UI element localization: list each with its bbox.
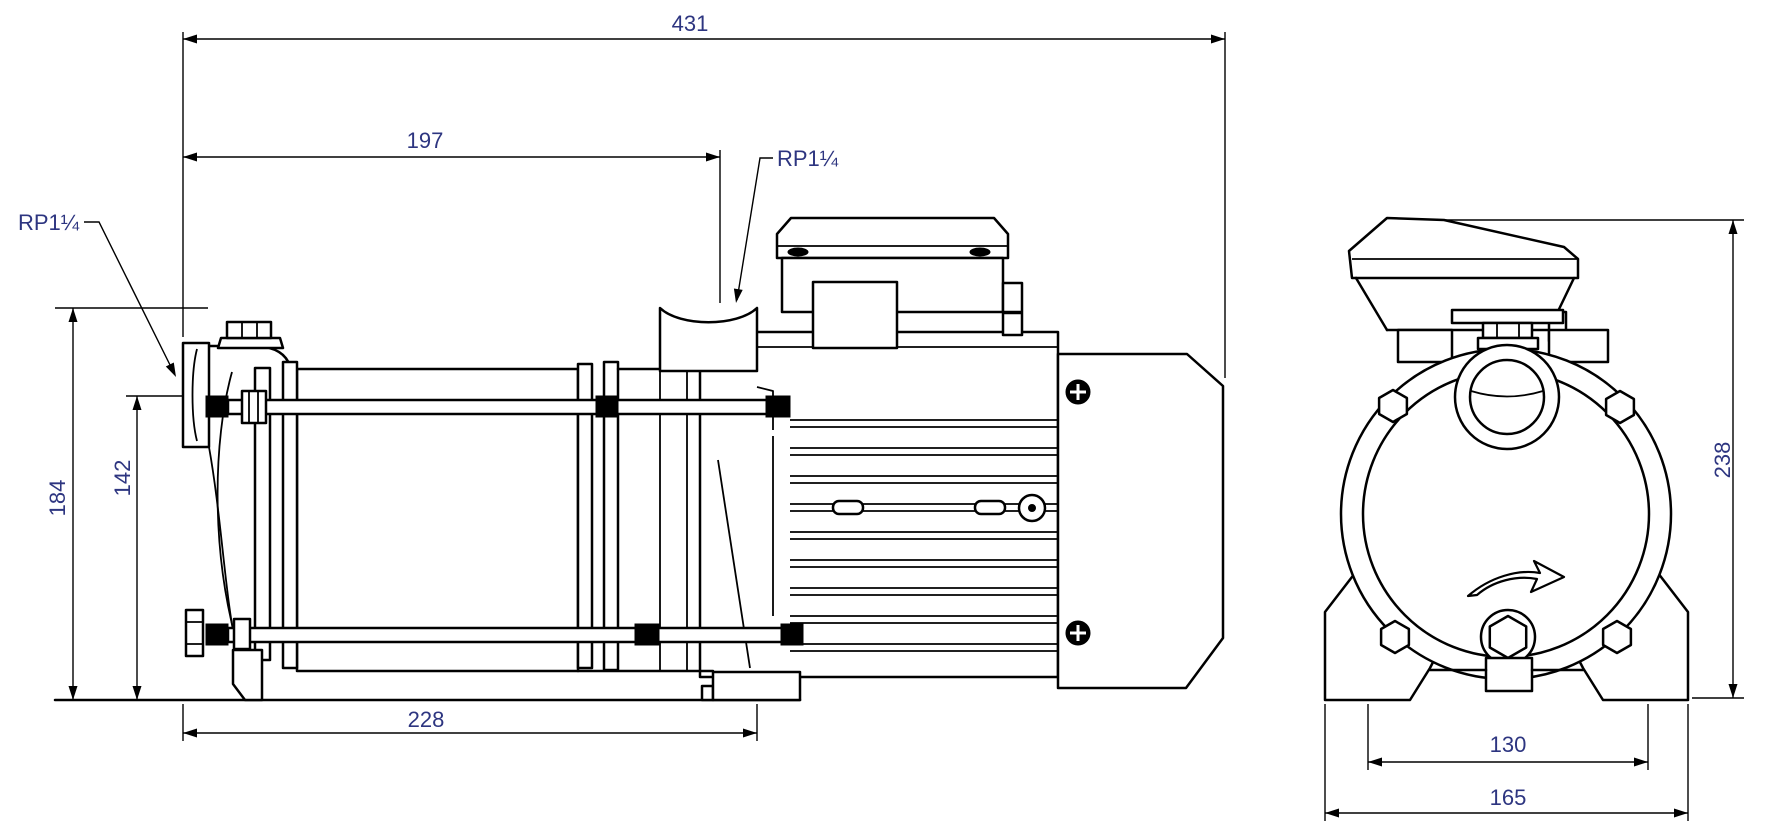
conduit-box: [811, 280, 899, 350]
tie-rod-nut: [765, 395, 791, 418]
side-view: [53, 216, 1225, 702]
rod-hex-nut: [232, 617, 252, 651]
dim-foot-bolt-spacing: 130: [1368, 732, 1648, 767]
tie-rod-nut: [205, 395, 229, 418]
stage-stack: [253, 360, 620, 673]
base-block: [1484, 656, 1534, 693]
rotation-arrow-icon: [1466, 559, 1566, 598]
motor-shoulder-right: [1547, 328, 1610, 364]
drain-fitting: [184, 608, 205, 658]
label-suction-port: RP1¼: [18, 210, 176, 377]
port-label: RP1¼: [18, 210, 80, 235]
priming-plug-hex: [225, 320, 273, 340]
dim-port-offset: 197: [183, 128, 720, 162]
dim-value: 197: [407, 128, 444, 153]
terminal-box-side: [775, 216, 1024, 350]
front-view: [1323, 216, 1690, 702]
discharge-port-front: [1450, 308, 1565, 451]
rod-hex-nut: [240, 389, 268, 425]
fan-cover-screw: [1065, 379, 1091, 405]
motor-shoulder-left: [1396, 328, 1454, 364]
dim-base-length: 228: [183, 707, 757, 738]
dim-overall-height: 238: [1710, 220, 1738, 698]
label-discharge-port: RP1¼: [733, 146, 839, 303]
dim-base-width: 165: [1325, 785, 1688, 818]
dim-inlet-center-height: 142: [110, 396, 142, 700]
dim-overall-length: 431: [183, 11, 1225, 44]
dim-value: 431: [672, 11, 709, 36]
fan-cover-screw: [1065, 620, 1091, 646]
suction-flange: [181, 320, 285, 449]
dim-value: 165: [1490, 785, 1527, 810]
flange-bolts: [1377, 388, 1636, 655]
dimensions-front: 238 130 165: [1324, 219, 1744, 821]
fan-cover: [1056, 352, 1225, 690]
dim-value: 228: [408, 707, 445, 732]
drain-plug: [1479, 608, 1537, 666]
casing-front: [1339, 347, 1673, 681]
priming-plug-base: [216, 336, 285, 350]
pump-foot: [231, 648, 264, 702]
tie-rods: [205, 389, 804, 651]
cover-screw: [969, 247, 991, 257]
tie-rod-nut: [634, 623, 660, 646]
dim-value: 142: [110, 460, 135, 497]
motor-plate-details: [831, 493, 1047, 523]
discharge-port-side: [658, 306, 774, 430]
dim-value: 130: [1490, 732, 1527, 757]
dim-value: 238: [1710, 442, 1735, 479]
cover-screw: [787, 247, 809, 257]
dim-port-height: 184: [45, 308, 78, 700]
port-label: RP1¼: [777, 146, 839, 171]
dimensions-side: 431 197 184 142 228: [18, 11, 1226, 741]
tie-rod-nut: [780, 623, 804, 646]
tie-rod-nut: [205, 623, 229, 646]
motor-foot: [700, 670, 802, 702]
adapter-bracket: [576, 367, 751, 673]
dim-value: 184: [45, 480, 70, 517]
tie-rod-nut: [595, 395, 619, 418]
